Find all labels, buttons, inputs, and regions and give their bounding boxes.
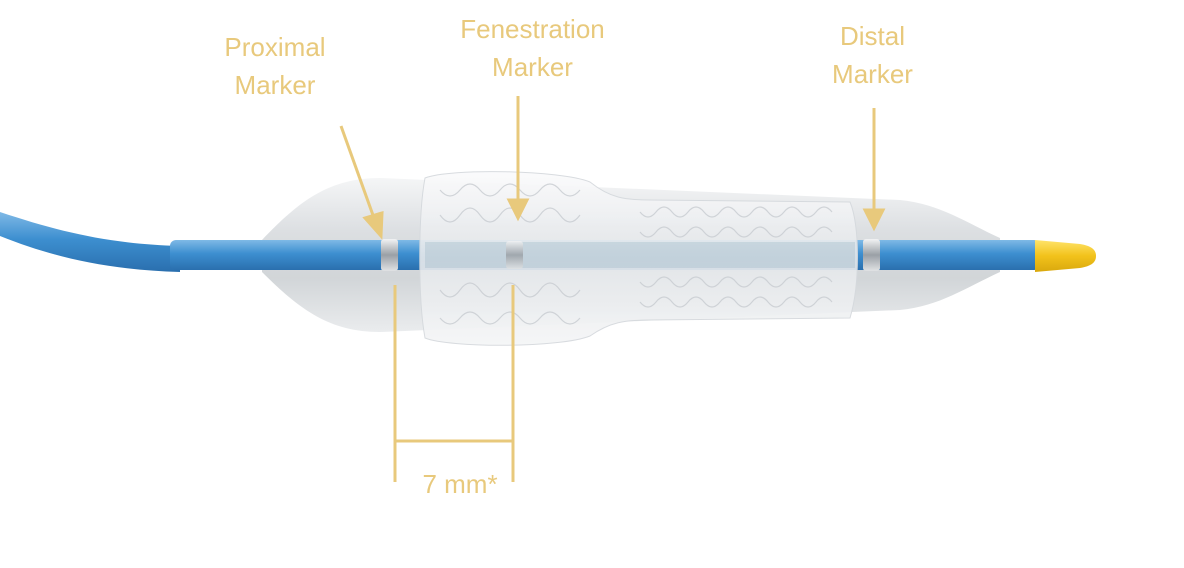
distal-arrowhead [862,208,886,232]
catheter-tube [0,212,180,272]
proximal-marker-band [381,239,398,271]
distal-marker-band [863,239,880,271]
proximal-marker-label: Proximal Marker [205,28,345,104]
inner-shaft-covered [425,242,855,268]
annotation-arrows [339,96,886,240]
proximal-arrowhead [362,210,384,240]
distal-marker-label: Distal Marker [815,17,930,93]
fenestration-marker-band [506,241,523,269]
distal-label-line-2: Marker [832,59,913,89]
fenestration-label-line-1: Fenestration [460,14,605,44]
stent-struts [439,183,833,325]
fenestration-marker-label: Fenestration Marker [440,10,625,86]
proximal-arrow [339,125,376,219]
fenestration-arrowhead [506,198,530,222]
distal-label-line-1: Distal [839,21,905,51]
fenestration-label-line-2: Marker [492,52,573,82]
measurement-label: 7 mm* [422,469,498,499]
catheter-tip [1035,240,1096,272]
proximal-label-line-1: Proximal [224,32,326,62]
proximal-label-line-2: Marker [234,70,316,100]
measurement-bracket [393,285,515,482]
stent-graft [419,171,858,346]
